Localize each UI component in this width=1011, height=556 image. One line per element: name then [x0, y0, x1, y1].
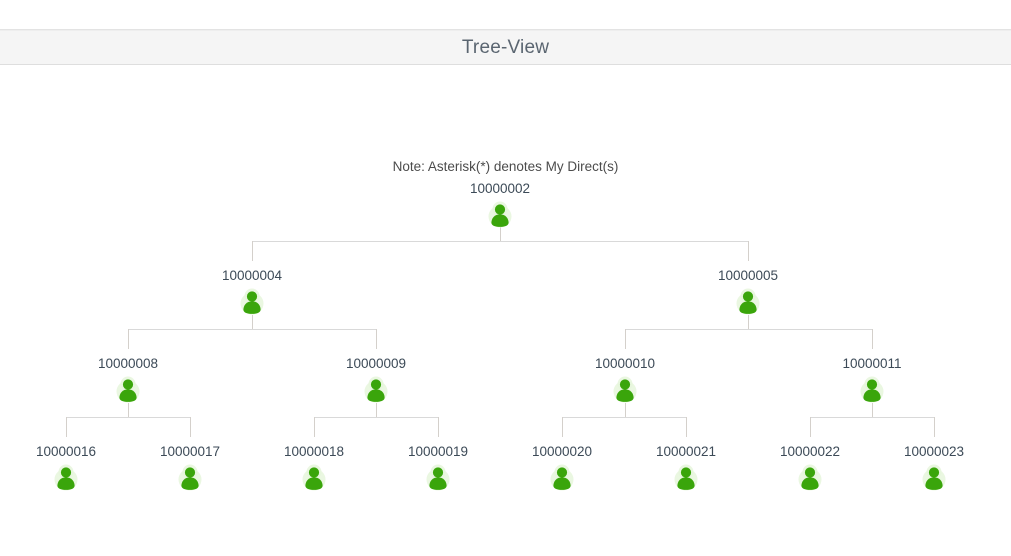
- tree-note: Note: Asterisk(*) denotes My Direct(s): [392, 159, 619, 174]
- tree-node-label: 10000019: [407, 444, 469, 459]
- connector-stem: [128, 329, 129, 349]
- connector-stem: [128, 403, 129, 417]
- tree-node-label: 10000016: [35, 444, 97, 459]
- tree-node[interactable]: 10000005: [673, 268, 823, 317]
- person-icon[interactable]: [485, 200, 515, 230]
- connector-stem: [500, 227, 501, 241]
- connector-bar: [562, 417, 686, 418]
- tree-node[interactable]: 10000002: [425, 181, 575, 230]
- tree-node[interactable]: 10000004: [177, 268, 327, 317]
- tree-node-label: 10000005: [717, 268, 779, 283]
- tree-node[interactable]: 10000018: [239, 444, 389, 493]
- person-icon[interactable]: [547, 463, 577, 493]
- connector-stem: [686, 417, 687, 437]
- connector-stem: [872, 329, 873, 349]
- tree-node[interactable]: 10000008: [53, 356, 203, 405]
- tree-node[interactable]: 10000022: [735, 444, 885, 493]
- tree-node-label: 10000021: [655, 444, 717, 459]
- tree-node-label: 10000020: [531, 444, 593, 459]
- connector-bar: [66, 417, 190, 418]
- tree-node-label: 10000018: [283, 444, 345, 459]
- connector-bar: [128, 329, 376, 330]
- connector-stem: [252, 315, 253, 329]
- person-icon[interactable]: [857, 375, 887, 405]
- connector-stem: [252, 241, 253, 261]
- tree-node[interactable]: 10000011: [797, 356, 947, 405]
- connector-bar: [810, 417, 934, 418]
- person-icon[interactable]: [671, 463, 701, 493]
- connector-stem: [872, 403, 873, 417]
- tree-node-label: 10000004: [221, 268, 283, 283]
- tree-node-label: 10000008: [97, 356, 159, 371]
- connector-stem: [810, 417, 811, 437]
- person-icon[interactable]: [795, 463, 825, 493]
- tree-node[interactable]: 10000009: [301, 356, 451, 405]
- connector-bar: [314, 417, 438, 418]
- person-icon[interactable]: [113, 375, 143, 405]
- top-strip: [0, 0, 1011, 30]
- tree-node-label: 10000023: [903, 444, 965, 459]
- tree-node-label: 10000002: [469, 181, 531, 196]
- tree-node[interactable]: 10000019: [363, 444, 513, 493]
- connector-stem: [748, 315, 749, 329]
- person-icon[interactable]: [423, 463, 453, 493]
- page-title: Tree-View: [461, 36, 550, 58]
- connector-stem: [314, 417, 315, 437]
- panel-header: Tree-View: [0, 30, 1011, 65]
- tree-node[interactable]: 10000020: [487, 444, 637, 493]
- connector-stem: [376, 403, 377, 417]
- tree-node-label: 10000022: [779, 444, 841, 459]
- tree-node[interactable]: 10000010: [550, 356, 700, 405]
- person-icon[interactable]: [361, 375, 391, 405]
- person-icon[interactable]: [237, 287, 267, 317]
- connector-bar: [252, 241, 748, 242]
- tree-node[interactable]: 10000021: [611, 444, 761, 493]
- tree-node-label: 10000009: [345, 356, 407, 371]
- tree-node[interactable]: 10000016: [0, 444, 141, 493]
- connector-stem: [376, 329, 377, 349]
- connector-stem: [562, 417, 563, 437]
- tree-node-label: 10000010: [594, 356, 656, 371]
- connector-stem: [66, 417, 67, 437]
- connector-stem: [625, 329, 626, 349]
- tree-node-label: 10000017: [159, 444, 221, 459]
- connector-bar: [625, 329, 872, 330]
- person-icon[interactable]: [175, 463, 205, 493]
- connector-stem: [438, 417, 439, 437]
- tree-node[interactable]: 10000017: [115, 444, 265, 493]
- person-icon[interactable]: [733, 287, 763, 317]
- connector-stem: [748, 241, 749, 261]
- connector-stem: [934, 417, 935, 437]
- tree-view-canvas: Note: Asterisk(*) denotes My Direct(s) 1…: [0, 65, 1011, 556]
- tree-node[interactable]: 10000023: [859, 444, 1009, 493]
- person-icon[interactable]: [299, 463, 329, 493]
- connector-stem: [625, 403, 626, 417]
- tree-node-label: 10000011: [842, 356, 902, 371]
- connector-stem: [190, 417, 191, 437]
- person-icon[interactable]: [919, 463, 949, 493]
- person-icon[interactable]: [610, 375, 640, 405]
- person-icon[interactable]: [51, 463, 81, 493]
